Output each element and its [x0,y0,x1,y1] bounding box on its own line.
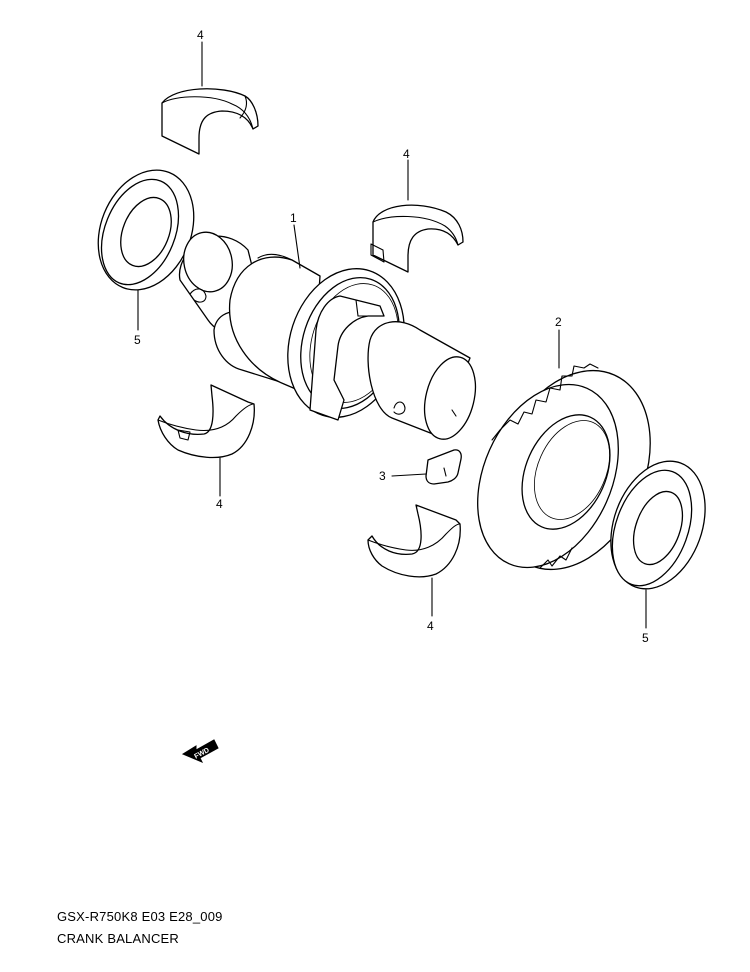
balancer-driven-gear [477,363,651,571]
thrust-washer-left [97,169,195,291]
callout-4-lower-right: 4 [427,619,434,633]
bearing-shell-lower-left [157,384,255,459]
callout-4-top: 4 [197,28,204,42]
bearing-shell-middle [370,204,464,273]
callout-3: 3 [379,469,386,483]
callout-1: 1 [290,211,297,225]
bearing-shell-top [161,88,259,155]
callout-5-left: 5 [134,333,141,347]
diagram-code: GSX-R750K8 E03 E28_009 [57,909,223,924]
forward-direction-icon: FWD [181,739,219,763]
diagram-title: CRANK BALANCER [57,931,179,946]
callout-4-lower-left: 4 [216,497,223,511]
balancer-shaft [178,231,477,440]
bearing-shell-lower-right [367,504,461,578]
woodruff-key [425,449,462,485]
callout-5-right: 5 [642,631,649,645]
callout-4-middle: 4 [403,147,410,161]
callout-2: 2 [555,315,562,329]
thrust-washer-right [610,460,706,590]
